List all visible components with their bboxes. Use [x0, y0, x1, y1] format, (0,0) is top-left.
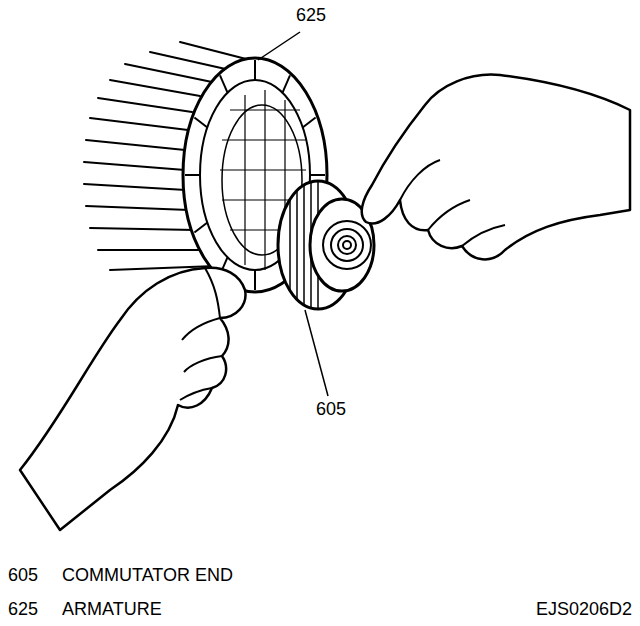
- callout-number: 625: [296, 6, 326, 24]
- legend-number: 625: [8, 600, 38, 618]
- figure-code: EJS0206D2: [536, 600, 632, 618]
- callout-number: 605: [316, 400, 346, 418]
- part-name: COMMUTATOR END: [62, 566, 233, 584]
- part-name: ARMATURE: [62, 600, 162, 618]
- legend-number: 605: [8, 566, 38, 584]
